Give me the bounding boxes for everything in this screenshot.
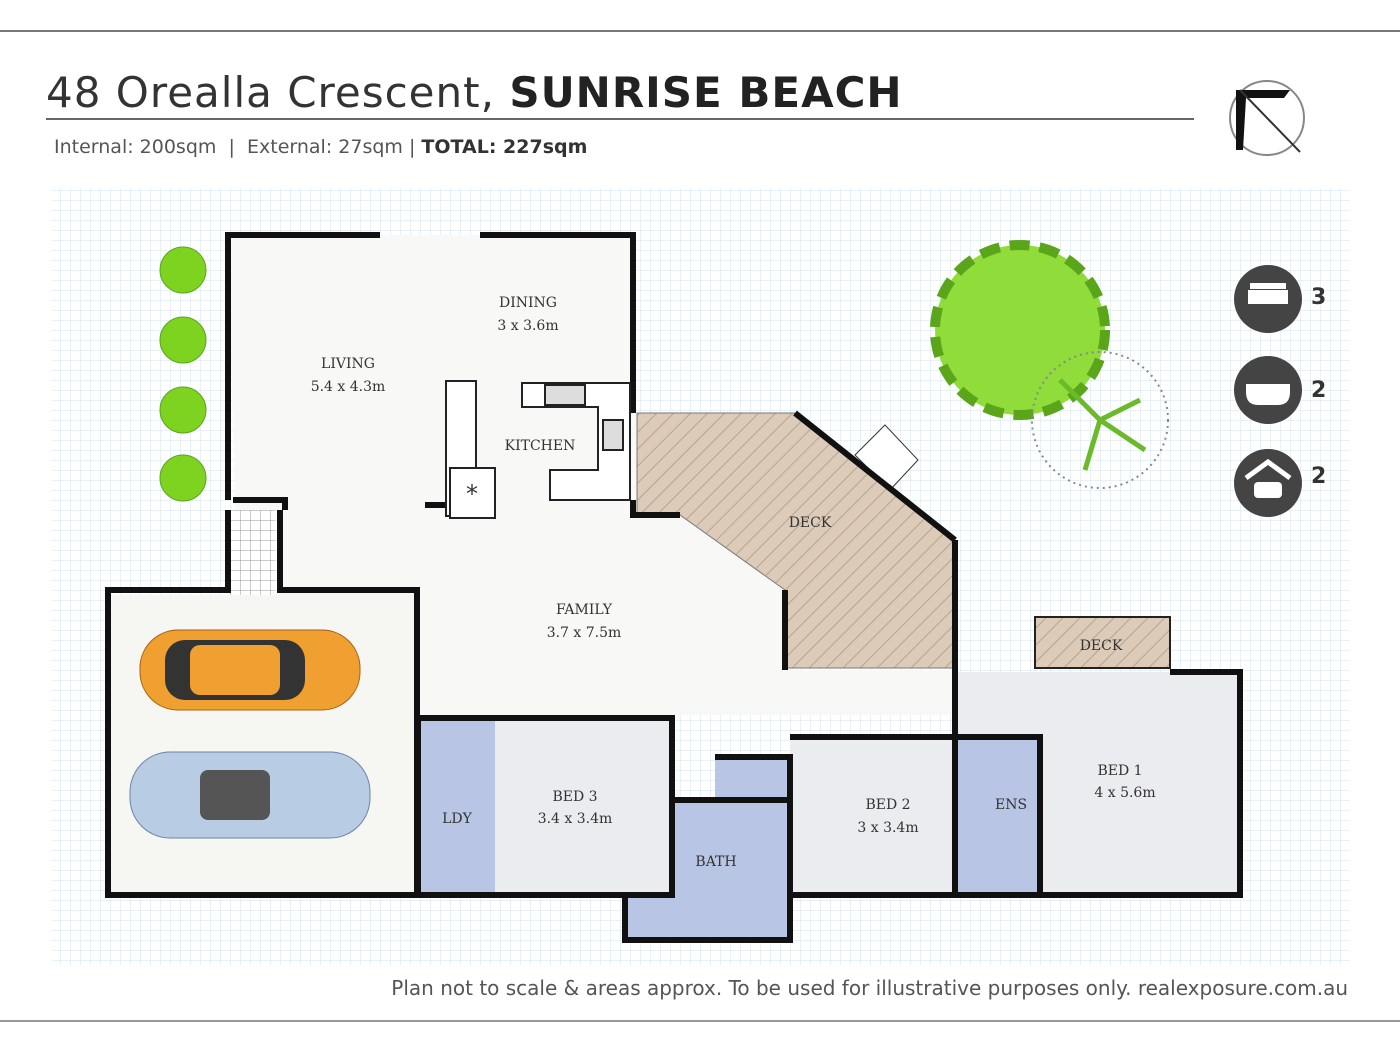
north-arrow-icon [1229,80,1305,156]
total-area: TOTAL: 227sqm [421,136,588,158]
bedroom-count: 3 [1311,285,1327,310]
svg-text:*: * [466,480,478,508]
external-area: External: 27sqm [247,136,403,158]
room-bed3: BED 3 [552,789,597,805]
room-living: LIVING [321,356,375,372]
room-dining: DINING [499,295,557,311]
room-dining-size: 3 x 3.6m [497,318,558,334]
bathtub-icon [1234,356,1302,424]
garage-count: 2 [1311,464,1327,489]
room-kitchen: KITCHEN [505,438,576,454]
suburb: SUNRISE BEACH [509,68,903,117]
room-family: FAMILY [556,602,613,618]
separator: | [228,136,235,158]
room-bed1-size: 4 x 5.6m [1094,785,1155,801]
room-bed2: BED 2 [865,797,910,813]
room-bed3-size: 3.4 x 3.4m [538,811,613,827]
room-bed2-size: 3 x 3.4m [857,820,918,836]
car-orange-icon [139,629,361,711]
car-blue-icon [129,751,371,839]
room-bath: BATH [695,854,736,870]
address: 48 Orealla Crescent, [46,68,495,117]
disclaimer: Plan not to scale & areas approx. To be … [391,976,1348,1000]
page-title: 48 Orealla Crescent, SUNRISE BEACH [46,68,903,117]
top-rule [0,30,1400,32]
title-rule [46,118,1194,120]
room-labels: DINING 3 x 3.6m LIVING 5.4 x 4.3m KITCHE… [311,295,1156,870]
tree-icons [159,240,1169,502]
room-deck: DECK [789,515,832,531]
area-summary: Internal: 200sqm | External: 27sqm | TOT… [54,136,587,158]
bathroom-count: 2 [1311,378,1327,403]
separator: | [408,136,416,158]
room-bed1: BED 1 [1097,763,1142,779]
internal-area: Internal: 200sqm [54,136,217,158]
garage-icon [1234,449,1302,517]
room-ens: ENS [995,797,1027,813]
walls [105,232,1243,943]
bottom-rule [0,1020,1400,1022]
room-family-size: 3.7 x 7.5m [547,625,622,641]
room-ldy: LDY [442,811,473,827]
bed-icon [1234,265,1302,333]
room-deck-2: DECK [1080,638,1123,654]
kitchen-fixtures: * [445,380,631,519]
room-living-size: 5.4 x 4.3m [311,379,386,395]
